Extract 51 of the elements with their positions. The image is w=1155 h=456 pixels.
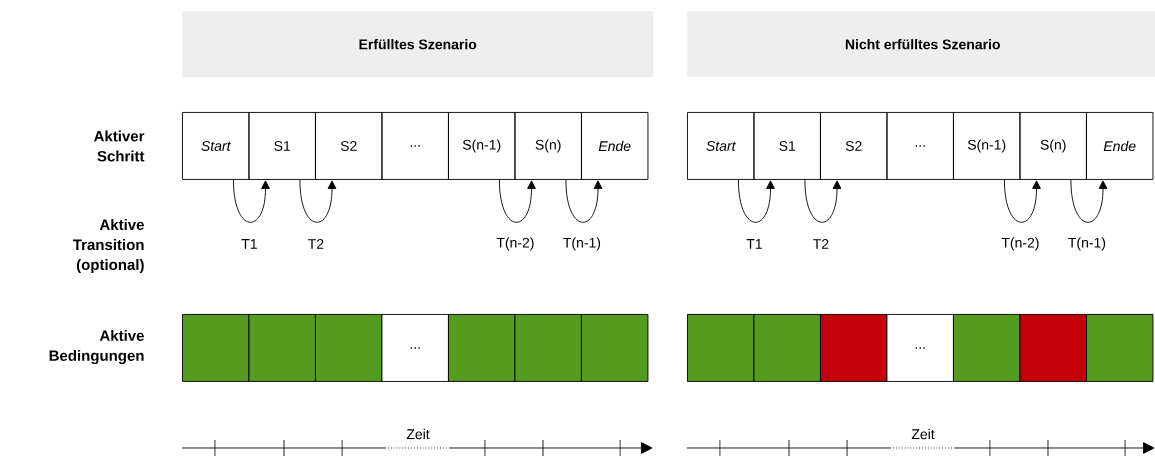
step-cell: Start xyxy=(182,112,250,180)
edge-label: T(n-2) xyxy=(496,237,534,251)
transition-arrow xyxy=(232,179,270,223)
step-cell: S2 xyxy=(820,112,888,180)
step-cell: S1 xyxy=(248,112,316,180)
axis-label: Zeit xyxy=(406,428,430,440)
step-cell: Start xyxy=(687,112,755,180)
step-cell: Ende xyxy=(581,112,649,180)
step-cell: S(n) xyxy=(1019,112,1087,180)
header-band: Erfülltes Szenario xyxy=(182,11,654,78)
condition-cell xyxy=(1019,314,1087,382)
edge-label: T2 xyxy=(308,239,324,249)
edge-label: T(n-1) xyxy=(1068,237,1106,251)
condition-cell xyxy=(514,314,582,382)
condition-cell xyxy=(315,314,383,382)
step-cell: S2 xyxy=(315,112,383,180)
transition-arrow xyxy=(498,179,536,223)
transition-arrow xyxy=(565,179,603,223)
step-cell: ... xyxy=(886,112,954,180)
condition-cell xyxy=(820,314,888,382)
row-label: Aktiver Schritt xyxy=(94,130,145,162)
header-band: Nicht erfülltes Szenario xyxy=(687,11,1155,78)
condition-cell xyxy=(248,314,316,382)
condition-cell xyxy=(1086,314,1154,382)
edge-label: T2 xyxy=(813,239,829,249)
row-label: Aktive Transition (optional) xyxy=(72,219,144,273)
condition-cell xyxy=(687,314,755,382)
row-label: Aktive Bedingungen xyxy=(49,330,144,365)
transition-arrow xyxy=(1070,179,1108,223)
step-cell: Ende xyxy=(1086,112,1154,180)
transition-arrow xyxy=(737,179,775,223)
step-cell: S1 xyxy=(753,112,821,180)
condition-cell xyxy=(753,314,821,382)
edge-label: T(n-1) xyxy=(563,237,601,251)
edge-label: T(n-2) xyxy=(1001,237,1039,251)
condition-cell: ... xyxy=(381,314,449,382)
step-cell: ... xyxy=(381,112,449,180)
condition-cell xyxy=(581,314,649,382)
step-cell: S(n) xyxy=(514,112,582,180)
edge-label: T1 xyxy=(241,239,257,249)
transition-arrow xyxy=(299,179,337,223)
edge-label: T1 xyxy=(746,239,762,249)
step-cell: S(n-1) xyxy=(448,112,516,180)
condition-cell xyxy=(448,314,516,382)
axis-label: Zeit xyxy=(911,428,935,440)
step-cell: S(n-1) xyxy=(953,112,1021,180)
transition-arrow xyxy=(1003,179,1041,223)
transition-arrow xyxy=(804,179,842,223)
condition-cell xyxy=(953,314,1021,382)
condition-cell xyxy=(182,314,250,382)
condition-cell: ... xyxy=(886,314,954,382)
